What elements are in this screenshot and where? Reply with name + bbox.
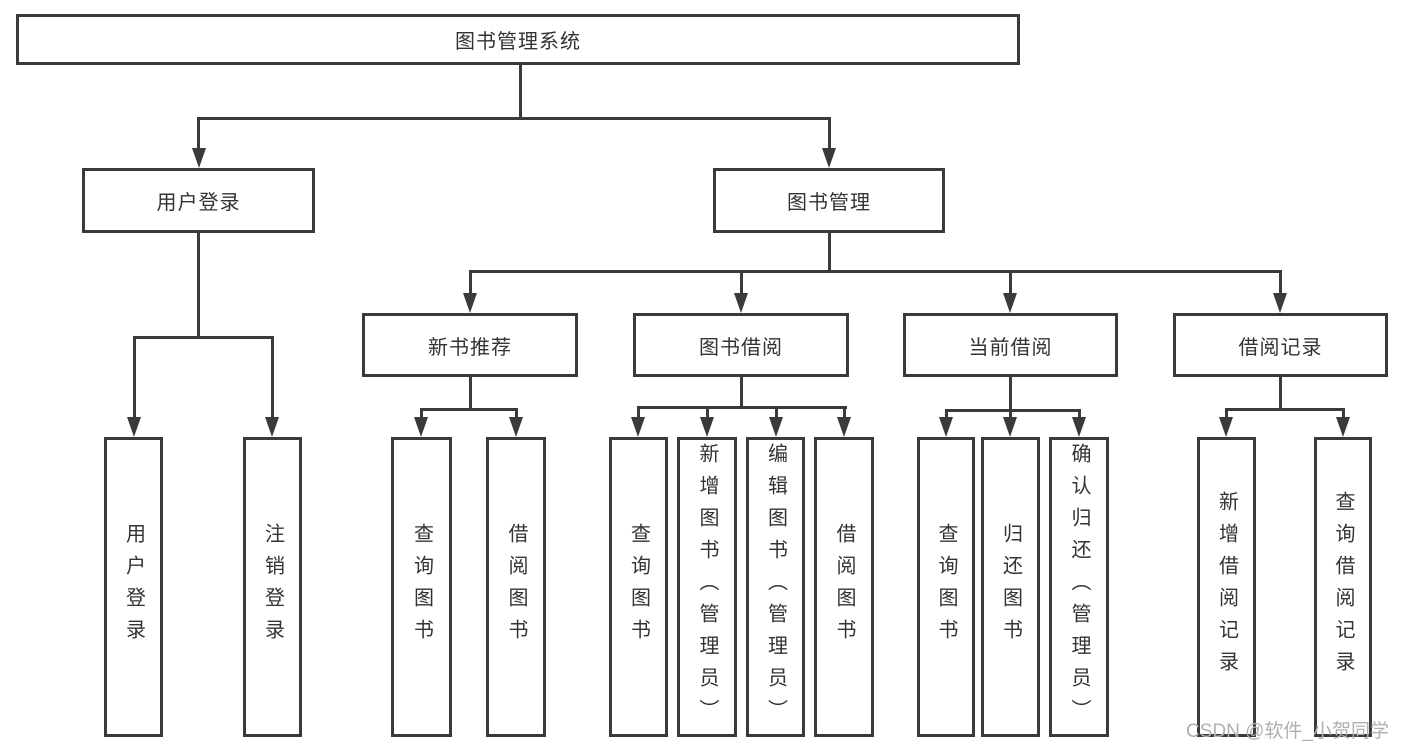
connector-to-leaf [706, 406, 709, 420]
node-label: 用户登录 [156, 192, 241, 214]
connector-to-leaf [271, 336, 274, 419]
arrow-down-icon [1003, 417, 1017, 437]
connector-to-leaf [1225, 408, 1228, 420]
leaf-label: 编辑图书（管理员） [764, 443, 787, 731]
leaf-user-login: 用户登录 [104, 437, 163, 737]
connector-to-user-login [197, 117, 200, 150]
node-label: 图书管理系统 [455, 31, 581, 53]
connector-to-leaf [420, 408, 423, 420]
connector-user-login-rail [133, 336, 274, 339]
arrow-down-icon [509, 417, 523, 437]
connector-trunk [469, 377, 472, 411]
arrow-down-icon [837, 417, 851, 437]
leaf-label: 借阅图书 [505, 523, 527, 651]
leaf-label: 新增图书（管理员） [696, 443, 718, 731]
arrow-down-icon [463, 293, 477, 313]
leaf-label: 注销登录 [261, 523, 284, 651]
connector-rail [945, 409, 1081, 412]
leaf-query-book-recommend: 查询图书 [391, 437, 452, 737]
leaf-query-borrow-record: 查询借阅记录 [1314, 437, 1372, 737]
connector-trunk [1279, 377, 1282, 410]
arrow-down-icon [1336, 417, 1350, 437]
node-borrow-records: 借阅记录 [1173, 313, 1388, 377]
leaf-query-book: 查询图书 [609, 437, 668, 737]
arrow-down-icon [414, 417, 428, 437]
connector-root-trunk [519, 64, 522, 119]
connector-to-leaf [843, 406, 846, 420]
connector-level3-rail [469, 270, 1282, 273]
arrow-down-icon [265, 417, 279, 437]
connector-user-login-trunk [197, 233, 200, 339]
leaf-logout: 注销登录 [243, 437, 302, 737]
node-new-book-recommend: 新书推荐 [362, 313, 578, 377]
node-label: 借阅记录 [1238, 336, 1323, 359]
leaf-label: 归还图书 [999, 523, 1022, 651]
node-book-management: 图书管理 [713, 168, 945, 233]
leaf-label: 新增借阅记录 [1215, 491, 1238, 683]
arrow-down-icon [1219, 417, 1233, 437]
leaf-label: 查询图书 [410, 523, 433, 651]
node-current-borrow: 当前借阅 [903, 313, 1118, 377]
connector-to-leaf [945, 409, 948, 420]
arrow-down-icon [822, 148, 836, 168]
connector-trunk [740, 377, 743, 409]
connector-trunk [1009, 377, 1012, 412]
leaf-label: 用户登录 [122, 523, 145, 651]
leaf-confirm-return-admin: 确认归还（管理员） [1049, 437, 1109, 737]
connector-rail [637, 406, 847, 409]
leaf-query-book-current: 查询图书 [917, 437, 975, 737]
leaf-label: 查询借阅记录 [1332, 491, 1354, 683]
leaf-add-borrow-record: 新增借阅记录 [1197, 437, 1256, 737]
connector-to-new-book [469, 270, 472, 295]
connector-to-book-management [828, 117, 831, 150]
node-label: 当前借阅 [968, 336, 1053, 359]
connector-to-leaf [775, 406, 778, 420]
arrow-down-icon [1072, 417, 1086, 437]
arrow-down-icon [769, 417, 783, 437]
node-library-system: 图书管理系统 [16, 14, 1020, 65]
connector-to-book-borrow [740, 270, 743, 295]
leaf-label: 查询图书 [627, 523, 650, 651]
leaf-label: 确认归还（管理员） [1068, 443, 1090, 731]
connector-to-leaf [637, 406, 640, 420]
arrow-down-icon [192, 148, 206, 168]
node-user-login: 用户登录 [82, 168, 315, 233]
connector-rail [1225, 408, 1345, 411]
arrow-down-icon [700, 417, 714, 437]
leaf-label: 查询图书 [935, 523, 957, 651]
connector-to-leaf [1009, 409, 1012, 420]
leaf-borrow-book-recommend: 借阅图书 [486, 437, 546, 737]
arrow-down-icon [631, 417, 645, 437]
node-label: 图书借阅 [699, 336, 783, 359]
leaf-add-book-admin: 新增图书（管理员） [677, 437, 737, 737]
connector-to-leaf [133, 336, 136, 419]
csdn-watermark: CSDN @软件_小贺同学 [1186, 721, 1389, 742]
node-label: 新书推荐 [428, 336, 512, 359]
connector-to-leaf [1342, 408, 1345, 420]
leaf-borrow-book: 借阅图书 [814, 437, 874, 737]
leaf-edit-book-admin: 编辑图书（管理员） [746, 437, 805, 737]
leaf-return-book: 归还图书 [981, 437, 1040, 737]
connector-level2-rail [198, 117, 831, 120]
connector-book-mgmt-trunk [828, 233, 831, 273]
arrow-down-icon [1003, 293, 1017, 313]
arrow-down-icon [127, 417, 141, 437]
arrow-down-icon [734, 293, 748, 313]
connector-to-current-borrow [1009, 270, 1012, 295]
connector-to-borrow-records [1279, 270, 1282, 295]
connector-to-leaf [515, 408, 518, 420]
node-label: 图书管理 [787, 192, 871, 214]
connector-to-leaf [1078, 409, 1081, 420]
connector-rail [420, 408, 518, 411]
arrow-down-icon [1273, 293, 1287, 313]
arrow-down-icon [939, 417, 953, 437]
node-book-borrow: 图书借阅 [633, 313, 849, 377]
leaf-label: 借阅图书 [833, 523, 855, 651]
